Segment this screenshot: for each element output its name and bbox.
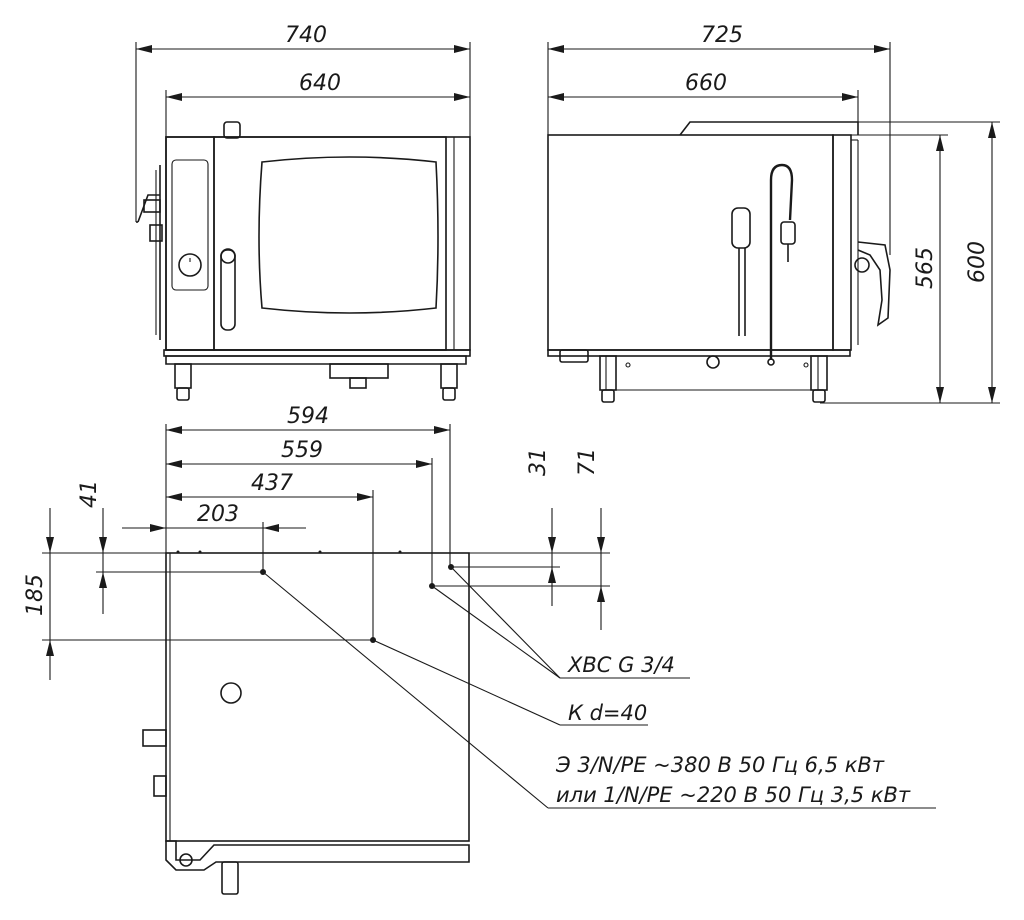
dim-640: 640	[299, 71, 341, 96]
dim-31: 31	[526, 448, 551, 476]
dim-71: 71	[575, 448, 600, 476]
callout-power-line1: Э 3/N/PE ~380 В 50 Гц 6,5 кВт	[555, 753, 885, 777]
front-view	[136, 121, 471, 401]
dim-559: 559	[281, 438, 323, 463]
control-knob-icon	[178, 253, 202, 277]
dim-41: 41	[77, 480, 102, 508]
callout-drain: К d=40	[568, 701, 647, 725]
callout-water: ХВС G 3/4	[567, 653, 675, 677]
dimension-labels: 740 640 725 660 565 600 594 559 437 203 …	[23, 23, 990, 616]
dimension-lines	[42, 42, 1000, 680]
dim-600: 600	[965, 241, 990, 283]
leader-lines	[262, 566, 936, 809]
dim-594: 594	[287, 404, 329, 429]
door-handle-icon	[220, 249, 236, 331]
side-view	[547, 121, 891, 403]
dim-203: 203	[197, 502, 239, 527]
dim-565: 565	[913, 247, 938, 289]
callout-power-line2: или 1/N/PE ~220 В 50 Гц 3,5 кВт	[556, 783, 911, 807]
callout-labels: ХВС G 3/4 К d=40 Э 3/N/PE ~380 В 50 Гц 6…	[555, 653, 911, 807]
dim-185: 185	[23, 574, 48, 616]
dim-437: 437	[251, 471, 293, 496]
plan-view	[142, 550, 470, 895]
dim-740: 740	[285, 23, 327, 48]
dim-660: 660	[685, 71, 727, 96]
dim-725: 725	[701, 23, 743, 48]
